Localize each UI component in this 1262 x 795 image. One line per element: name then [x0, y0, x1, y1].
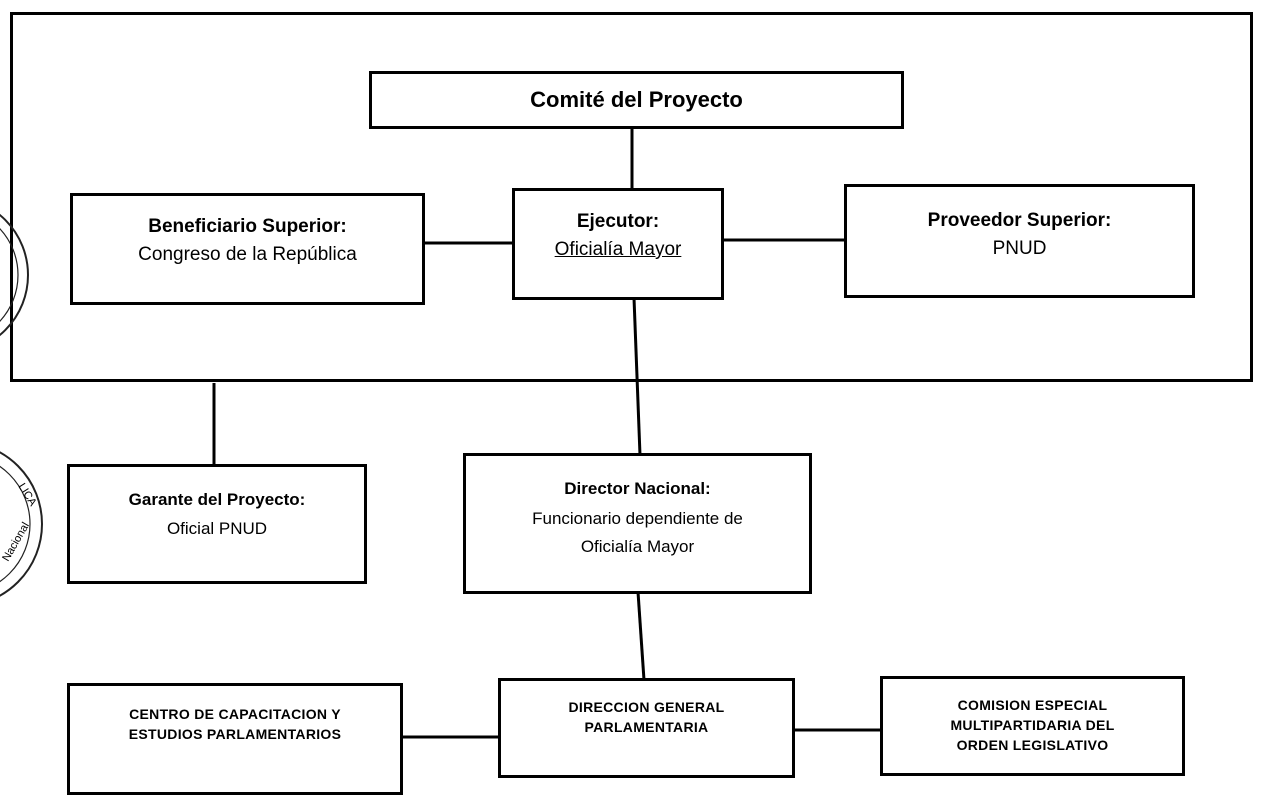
committee-box: Comité del Proyecto — [369, 71, 904, 129]
director-box: Director Nacional: Funcionario dependien… — [463, 453, 812, 594]
direccion-line2: PARLAMENTARIA — [584, 719, 709, 735]
direccion-box: DIRECCION GENERAL PARLAMENTARIA — [498, 678, 795, 778]
direccion-line1: DIRECCION GENERAL — [568, 699, 725, 715]
committee-group-frame — [10, 12, 1253, 382]
director-line2: Oficialía Mayor — [580, 537, 695, 556]
centro-line2: ESTUDIOS PARLAMENTARIOS — [128, 726, 342, 742]
connector-executor-director — [632, 297, 642, 456]
committee-title: Comité del Proyecto — [530, 87, 743, 112]
comision-line2: MULTIPARTIDARIA DEL — [950, 717, 1115, 733]
supplier-title: Proveedor Superior: — [927, 210, 1112, 231]
centro-box: CENTRO DE CAPACITACION Y ESTUDIOS PARLAM… — [67, 683, 403, 795]
executor-box: Ejecutor: Oficialía Mayor — [512, 188, 724, 300]
comision-line3: ORDEN LEGISLATIVO — [956, 737, 1109, 753]
seal-stamp-upper — [0, 213, 29, 337]
connector-director-direccion — [636, 591, 646, 681]
beneficiary-box: Beneficiario Superior: Congreso de la Re… — [70, 193, 425, 305]
seal-fragment-top: LICA — [15, 481, 38, 509]
centro-line1: CENTRO DE CAPACITACION Y — [129, 706, 341, 722]
guarantor-name: Oficial PNUD — [166, 519, 268, 538]
comision-box: COMISION ESPECIAL MULTIPARTIDARIA DEL OR… — [880, 676, 1185, 776]
beneficiary-name: Congreso de la República — [138, 244, 357, 265]
seal-stamp-lower: LICA Nacional — [0, 451, 43, 597]
director-title: Director Nacional: — [564, 479, 711, 498]
supplier-name: PNUD — [992, 238, 1047, 259]
comision-line1: COMISION ESPECIAL — [957, 697, 1108, 713]
executor-name: Oficialía Mayor — [554, 239, 682, 260]
supplier-box: Proveedor Superior: PNUD — [844, 184, 1195, 298]
guarantor-title: Garante del Proyecto: — [128, 490, 306, 509]
executor-title: Ejecutor: — [576, 211, 660, 232]
beneficiary-title: Beneficiario Superior: — [148, 216, 347, 237]
director-line1: Funcionario dependiente de — [532, 509, 743, 528]
guarantor-box: Garante del Proyecto: Oficial PNUD — [67, 464, 367, 584]
